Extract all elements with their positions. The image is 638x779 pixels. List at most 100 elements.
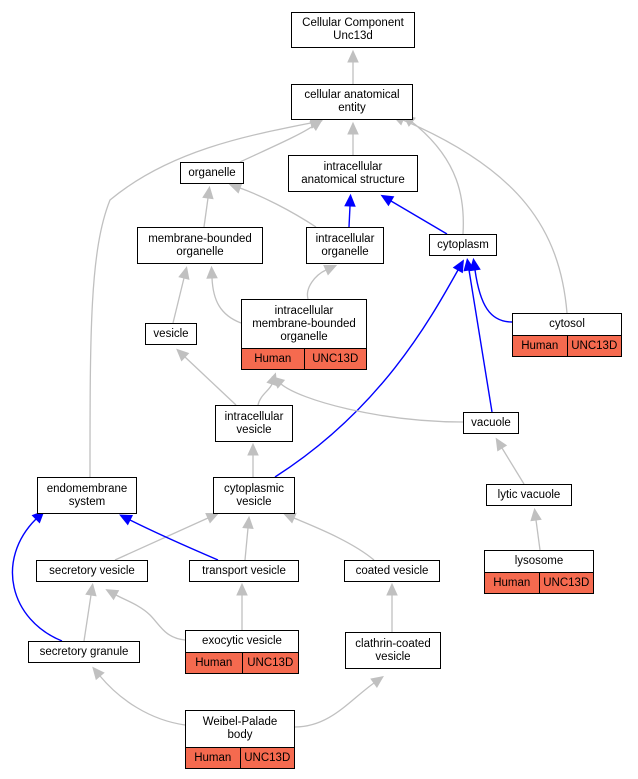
edge-vacuole-to-imbo (280, 383, 464, 423)
arrowhead-vesicle-to-mbo (178, 266, 190, 280)
gene-cell: UNC13D (239, 748, 295, 768)
node-cytoplasm[interactable]: cytoplasm (429, 234, 497, 256)
arrowhead-mbo-to-organelle (202, 185, 214, 200)
arrowhead-lysosome-to-lytic (530, 507, 542, 522)
node-label: endomembrane system (46, 482, 128, 508)
gene-cell: UNC13D (241, 653, 299, 673)
node-label: vesicle (153, 327, 189, 340)
arrowhead-tv-to-endo (119, 514, 134, 526)
node-label: coated vesicle (355, 564, 429, 577)
edge-secv-to-cv (114, 517, 209, 561)
node-label: exocytic vesicle (202, 635, 282, 647)
node-label: secretory granule (39, 645, 129, 658)
arrowhead-cytoplasm-to-ias (380, 194, 395, 207)
node-label: secretory vesicle (49, 564, 135, 577)
node-cellular-component-root[interactable]: Cellular Component Unc13d (291, 12, 415, 48)
node-organelle[interactable]: organelle (180, 162, 244, 184)
annotation-row: Human UNC13D (513, 335, 621, 356)
arrowhead-imbo-to-mbo (206, 265, 218, 279)
node-membrane-bounded-organelle[interactable]: membrane-bounded organelle (137, 227, 263, 264)
edge-exo-to-secv (115, 594, 186, 641)
annotation-row: Human UNC13D (186, 747, 294, 768)
edge-iv-to-vesicle (184, 356, 237, 406)
arrowhead-vacuole-to-cytoplasm (463, 257, 475, 272)
edge-secg-to-secv (83, 594, 92, 642)
annotation-row: Human UNC13D (485, 572, 593, 593)
node-intracellular-vesicle[interactable]: intracellular vesicle (215, 405, 293, 442)
edge-io-to-ias (348, 205, 351, 228)
node-lysosome[interactable]: lysosome Human UNC13D (484, 550, 594, 594)
arrowhead-ccv-to-coated (386, 582, 398, 596)
species-cell: Human (493, 576, 531, 589)
arrowhead-secg-to-secv (85, 582, 97, 597)
edge-vacuole-to-cytoplasm (468, 269, 493, 413)
node-label: organelle (188, 166, 236, 179)
arrowhead-wpb-to-ccv (370, 675, 384, 689)
arrowhead-tv-to-cv (242, 515, 254, 530)
node-label: clathrin-coated vesicle (355, 637, 431, 663)
node-label: transport vesicle (202, 564, 286, 577)
node-label: membrane-bounded organelle (148, 232, 252, 258)
gene-cell: UNC13D (303, 349, 367, 369)
node-cytosol[interactable]: cytosol Human UNC13D (512, 313, 622, 357)
node-vacuole[interactable]: vacuole (463, 412, 519, 434)
edge-cytoplasm-to-ias (390, 200, 448, 235)
node-cytoplasmic-vesicle[interactable]: cytoplasmic vesicle (213, 477, 295, 514)
edge-io-to-organelle (239, 187, 317, 228)
node-label: intracellular anatomical structure (301, 160, 405, 186)
node-label: cytoplasm (437, 238, 489, 251)
edge-iv-to-imbo (257, 383, 273, 406)
annotation-row: Human UNC13D (242, 348, 366, 369)
arrowhead-wpb-to-secg (92, 666, 105, 681)
arrowhead-io-to-organelle (228, 182, 243, 194)
arrowhead-io-to-ias (344, 193, 356, 207)
arrowhead-exo-to-secv (105, 589, 120, 601)
node-secretory-vesicle[interactable]: secretory vesicle (36, 560, 148, 582)
gene-cell: UNC13D (538, 573, 594, 593)
node-clathrin-coated-vesicle[interactable]: clathrin-coated vesicle (345, 632, 441, 669)
edge-mbo-to-organelle (203, 197, 209, 228)
edge-wpb-to-secg (99, 675, 186, 726)
edge-lysosome-to-lytic (535, 519, 541, 551)
gene-cell: UNC13D (566, 336, 622, 356)
species-cell: Human (195, 656, 233, 669)
edge-cytoplasm-to-cae (411, 121, 464, 235)
edge-tv-to-endo (129, 519, 219, 561)
node-intracellular-organelle[interactable]: intracellular organelle (306, 227, 384, 264)
edge-imbo-to-io (306, 269, 327, 300)
edge-coated-to-cv (293, 517, 375, 561)
arrowhead-coated-to-cv (282, 512, 297, 524)
species-cell: Human (254, 352, 292, 365)
edge-imbo-to-mbo (211, 277, 242, 324)
edge-secg-to-endo (11, 518, 63, 642)
node-secretory-granule[interactable]: secretory granule (28, 641, 140, 663)
node-label: Weibel-Palade body (202, 716, 278, 741)
node-lytic-vacuole[interactable]: lytic vacuole (486, 484, 572, 506)
node-vesicle[interactable]: vesicle (145, 323, 197, 345)
edge-endo-to-cae (89, 122, 312, 478)
node-cellular-anatomical-entity[interactable]: cellular anatomical entity (291, 84, 413, 120)
node-intracellular-anatomical-structure[interactable]: intracellular anatomical structure (288, 155, 418, 192)
node-intracellular-membrane-bounded-organelle[interactable]: intracellular membrane-bounded organelle… (241, 299, 367, 370)
arrowhead-lytic-to-vacuole (495, 437, 508, 452)
arrowhead-ias-to-cae (347, 121, 359, 135)
node-label: cellular anatomical entity (304, 89, 400, 114)
arrowhead-exo-to-tv (236, 582, 248, 596)
species-cell: Human (521, 339, 559, 352)
arrowhead-cv-to-cytoplasm (452, 259, 464, 274)
node-coated-vesicle[interactable]: coated vesicle (344, 560, 440, 582)
edge-tv-to-cv (244, 527, 249, 561)
node-label: Cellular Component Unc13d (302, 17, 404, 42)
node-exocytic-vesicle[interactable]: exocytic vesicle Human UNC13D (185, 630, 299, 674)
node-label: lysosome (514, 555, 564, 567)
node-weibel-palade-body[interactable]: Weibel-Palade body Human UNC13D (185, 710, 295, 769)
node-label: intracellular vesicle (224, 410, 284, 436)
node-label: cytosol (549, 318, 585, 330)
node-transport-vesicle[interactable]: transport vesicle (189, 560, 299, 582)
node-label: vacuole (471, 416, 511, 429)
arrowhead-imbo-to-io (323, 264, 338, 276)
node-endomembrane-system[interactable]: endomembrane system (37, 477, 137, 514)
arrowhead-cv-to-iv (247, 442, 259, 456)
